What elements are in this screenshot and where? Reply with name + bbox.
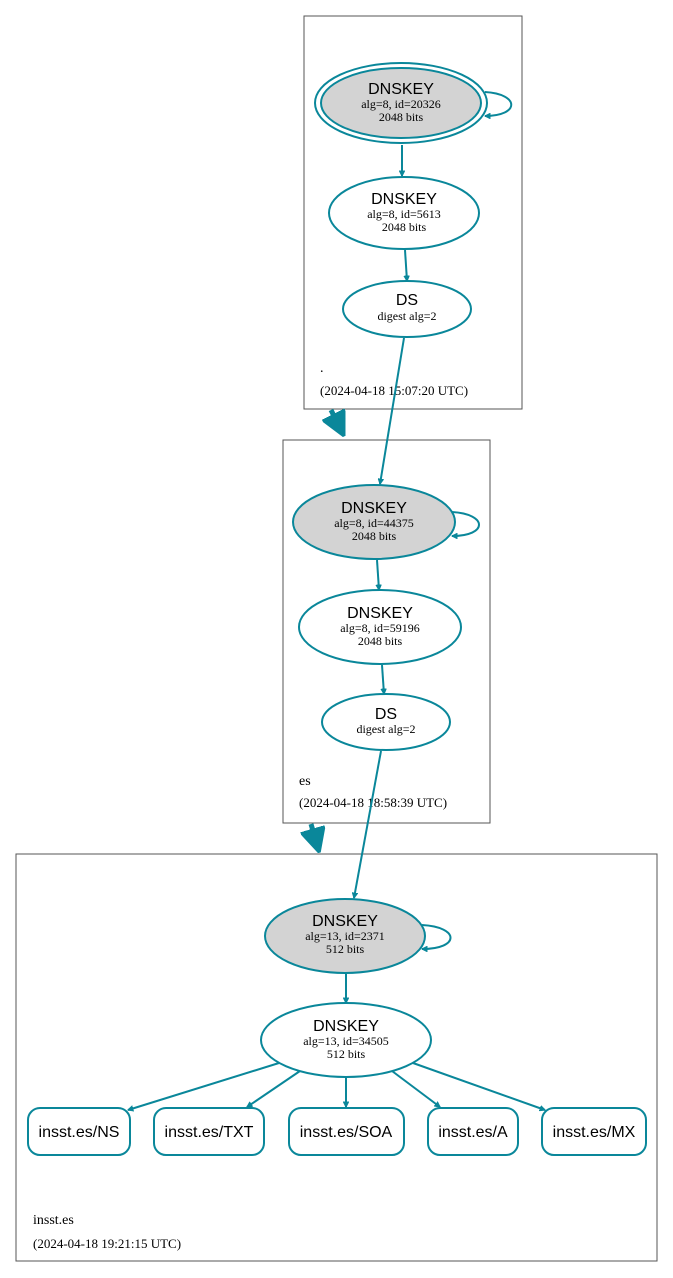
root-zsk-ellipse: [328, 176, 480, 250]
rrset-box-txt: [153, 1107, 265, 1156]
insst-ksk-node: DNSKEY alg=13, id=2371 512 bits: [264, 898, 426, 974]
zone-root-name: .: [320, 361, 324, 376]
rrset-label-a: insst.es/A: [438, 1124, 508, 1141]
es-ksk-ellipse: [292, 484, 456, 560]
insst-ksk-alg: alg=13, id=2371: [305, 929, 385, 943]
rrset-box-soa: [288, 1107, 405, 1156]
rrset-node: insst.es/TXT: [153, 1107, 265, 1156]
rrset-node: insst.es/A: [427, 1107, 519, 1156]
root-ksk-trust-anchor-ring: [314, 62, 488, 144]
zone-es-timestamp: (2024-04-18 18:58:39 UTC): [299, 795, 447, 810]
es-ksk-title: DNSKEY: [341, 500, 407, 517]
rrset-label-mx: insst.es/MX: [553, 1124, 636, 1141]
rrset-label-soa: insst.es/SOA: [300, 1124, 393, 1141]
rrset-box-a: [427, 1107, 519, 1156]
edge-insst-zsk-to-a: [391, 1070, 440, 1108]
es-zsk-node: DNSKEY alg=8, id=59196 2048 bits: [298, 589, 462, 665]
rrset-label-txt: insst.es/TXT: [165, 1124, 254, 1141]
insst-ksk-self-loop: [422, 924, 452, 949]
es-ds-digest: digest alg=2: [356, 722, 415, 736]
zone-es-name: es: [299, 774, 311, 789]
es-zsk-alg: alg=8, id=59196: [340, 621, 420, 635]
edge-es-zsk-to-ds: [382, 664, 384, 694]
edge-es-ds-to-insst-ksk: [354, 750, 382, 898]
insst-zsk-title: DNSKEY: [313, 1018, 379, 1035]
root-ksk-node: DNSKEY alg=8, id=20326 2048 bits: [314, 62, 488, 144]
zone-insst-timestamp: (2024-04-18 19:21:15 UTC): [33, 1236, 181, 1251]
insst-ksk-title: DNSKEY: [312, 913, 378, 930]
es-ksk-self-loop: [452, 511, 480, 536]
root-ds-node: DS digest alg=2: [342, 280, 472, 338]
root-ds-ellipse: [342, 280, 472, 338]
es-ksk-bits: 2048 bits: [352, 529, 397, 543]
es-ksk-node: DNSKEY alg=8, id=44375 2048 bits: [292, 484, 456, 560]
rrset-node: insst.es/SOA: [288, 1107, 405, 1156]
es-ds-title: DS: [375, 706, 397, 723]
edge-root-zsk-to-ds: [405, 249, 407, 281]
es-zsk-bits: 2048 bits: [358, 634, 403, 648]
rrset-box-mx: [541, 1107, 647, 1156]
es-ksk-alg: alg=8, id=44375: [334, 516, 414, 530]
insst-ksk-ellipse: [264, 898, 426, 974]
root-zsk-alg: alg=8, id=5613: [367, 207, 441, 221]
insst-ksk-bits: 512 bits: [326, 942, 365, 956]
es-zsk-title: DNSKEY: [347, 605, 413, 622]
edge-es-ksk-to-zsk: [377, 559, 379, 590]
rrset-node: insst.es/MX: [541, 1107, 647, 1156]
rrset-box-ns: [27, 1107, 131, 1156]
edge-insst-zsk-to-txt: [247, 1070, 301, 1108]
rrset-label-ns: insst.es/NS: [39, 1124, 120, 1141]
root-ds-title: DS: [396, 292, 418, 309]
edge-insst-zsk-to-mx: [412, 1062, 545, 1110]
root-ksk-ellipse: [320, 67, 482, 139]
edge-insst-zsk-to-ns: [128, 1062, 280, 1110]
insst-zsk-alg: alg=13, id=34505: [303, 1034, 389, 1048]
zone-root-timestamp: (2024-04-18 15:07:20 UTC): [320, 383, 468, 398]
edge-root-ds-to-es-ksk: [380, 337, 405, 484]
root-zsk-title: DNSKEY: [371, 191, 437, 208]
root-ksk-title: DNSKEY: [368, 81, 434, 98]
rrset-node: insst.es/NS: [27, 1107, 131, 1156]
insst-zsk-bits: 512 bits: [327, 1047, 366, 1061]
delegation-arrow-root-to-es: [331, 410, 342, 432]
root-ds-digest: digest alg=2: [377, 309, 436, 323]
es-ds-ellipse: [321, 693, 451, 751]
delegation-arrow-es-to-insst: [311, 823, 318, 848]
root-zsk-bits: 2048 bits: [382, 220, 427, 234]
root-zsk-node: DNSKEY alg=8, id=5613 2048 bits: [328, 176, 480, 250]
root-ksk-alg: alg=8, id=20326: [361, 97, 441, 111]
root-ksk-bits: 2048 bits: [379, 110, 424, 124]
root-ksk-self-loop: [485, 91, 513, 116]
es-zsk-ellipse: [298, 589, 462, 665]
es-ds-node: DS digest alg=2: [321, 693, 451, 751]
zone-insst-name: insst.es: [33, 1213, 74, 1228]
insst-zsk-node: DNSKEY alg=13, id=34505 512 bits: [260, 1002, 432, 1078]
